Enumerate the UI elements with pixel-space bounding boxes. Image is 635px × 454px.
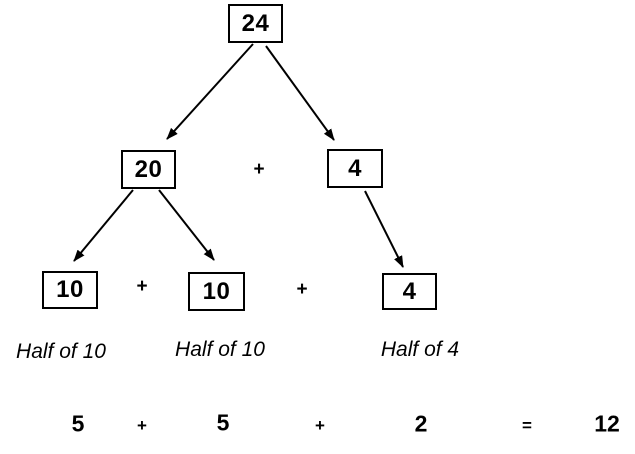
caption-half-of-10a: Half of 10 bbox=[16, 340, 106, 363]
equation-addend-1: 5 bbox=[71, 410, 85, 437]
equation-result: 12 bbox=[594, 410, 620, 437]
tree-node-10a: 10 bbox=[42, 271, 98, 309]
caption-half-of-10b: Half of 10 bbox=[175, 338, 265, 361]
equation-plus-2: + bbox=[315, 416, 325, 435]
tree-node-10b: 10 bbox=[188, 272, 245, 311]
tree-node-20: 20 bbox=[121, 150, 176, 189]
arrow-20-to-10a bbox=[73, 189, 134, 262]
tree-node-4: 4 bbox=[327, 149, 383, 188]
tree-node-24: 24 bbox=[228, 4, 283, 43]
caption-half-of-4: Half of 4 bbox=[380, 338, 460, 361]
tree-node-4b: 4 bbox=[382, 273, 437, 310]
equation-equals-sign: = bbox=[522, 416, 532, 435]
arrow-24-to-20 bbox=[166, 43, 254, 140]
plus-sign-level3-2: + bbox=[296, 279, 308, 300]
equation-plus-1: + bbox=[137, 416, 147, 435]
arrow-20-to-10b bbox=[158, 189, 215, 261]
equation-addend-2: 5 bbox=[216, 409, 230, 436]
plus-sign-level3-1: + bbox=[136, 276, 148, 297]
arrow-24-to-4 bbox=[265, 45, 335, 141]
equation-addend-3: 2 bbox=[414, 410, 428, 437]
arrow-4-to-4 bbox=[364, 190, 404, 268]
plus-sign-level2: + bbox=[253, 159, 265, 180]
